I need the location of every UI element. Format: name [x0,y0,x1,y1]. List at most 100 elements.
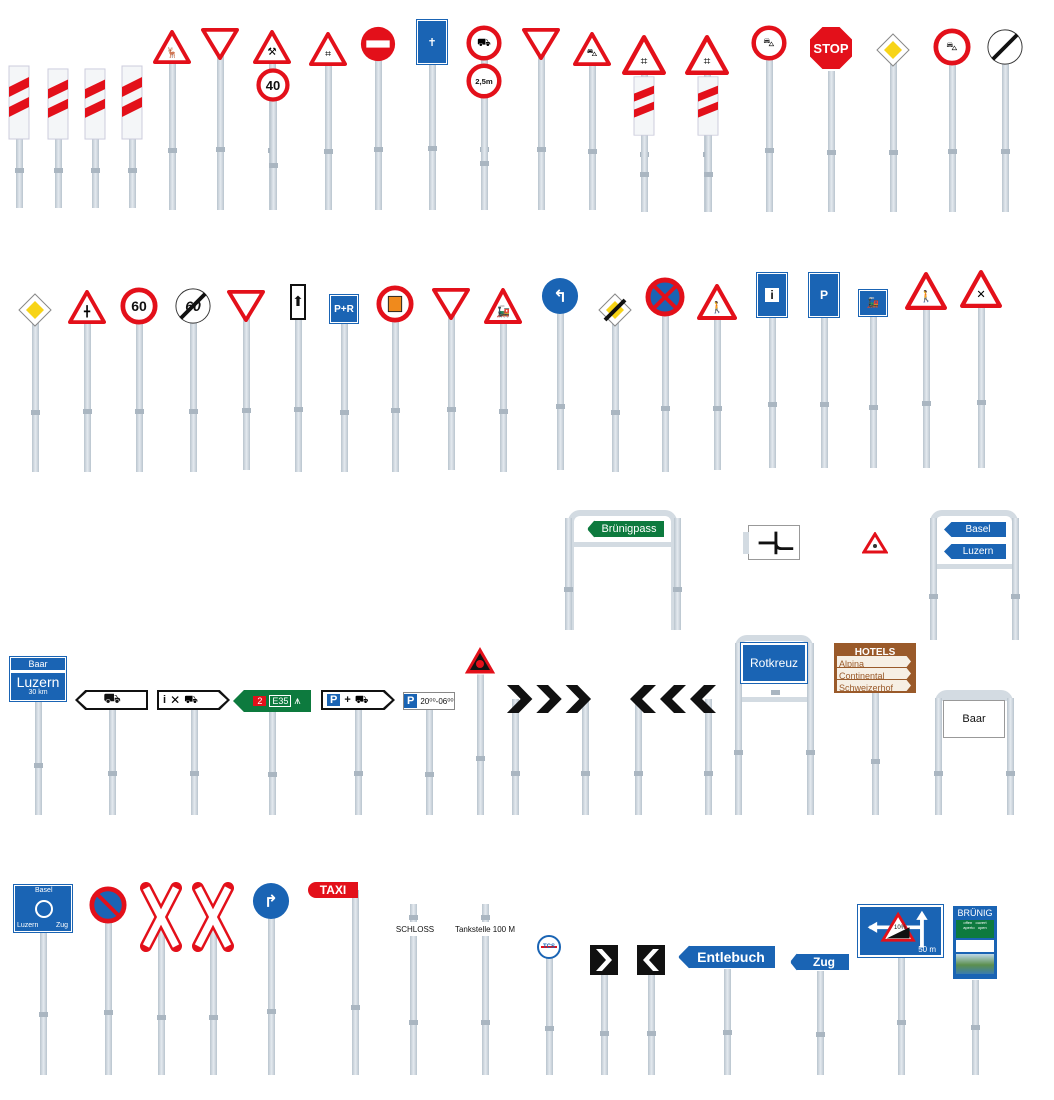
level-crossing-marker [8,65,30,140]
sign-text: TAXI [319,883,347,897]
sign-pole [869,303,878,468]
sign-text: Zug [55,922,68,929]
sign-text: Baar [962,713,986,725]
priority-road-sign [876,33,910,67]
level-crossing-marker [697,76,719,136]
worker-icon: ⚒ [267,46,277,59]
train-sign: 🚂 [484,288,522,324]
sign-text: Basel [965,524,991,535]
yield-sign [432,288,470,320]
no-overtaking-sign: ⛍ [751,25,787,61]
priority-road-sign [18,293,52,327]
truck-route-sign: ⛟ [75,690,148,710]
cars-icon: ⛍ [763,35,775,49]
sign-pole [934,698,943,815]
sign-pole [977,289,986,468]
sign-text: P [327,694,341,706]
cross-icon: ✕ [976,288,986,302]
sign-text: Brünigpass [601,523,657,535]
sign-pole [391,304,400,472]
info-station-sign: i✕⛟ [157,690,230,710]
steep-gradient-detour-sign: 10%50 m [857,904,944,958]
sign-text: TCS [543,944,555,950]
yield-sign [227,290,265,322]
chevron-left-marker [637,945,665,975]
sign-text: Continental [839,671,885,681]
sign-pole [820,295,829,468]
arrow-turn-right-icon: ↱ [263,891,279,911]
sign-pole [54,104,63,208]
sign-text: ouvert [975,920,987,925]
sign-pole [661,297,670,472]
yield-sign [522,28,560,60]
roundabout-icon [35,900,53,918]
end-priority-road-sign [598,293,632,327]
sign-pole [476,660,485,815]
no-entry-sign [360,26,396,62]
sign-pole [267,901,276,1075]
sign-pole [634,699,643,815]
sign-pole [1006,698,1015,815]
taxi-sign: TAXI [308,882,358,898]
end-speed-limit-sign: 60 [174,287,212,325]
sign-pole [734,643,743,815]
sign-pole [723,957,732,1075]
turn-right-sign: ↱ [252,882,290,920]
sign-text: i [765,288,779,302]
sign-pole [354,700,363,815]
sign-pole [409,929,418,1075]
sign-pole [1011,518,1020,640]
sign-pole [971,942,980,1075]
sign-pole [640,106,649,212]
sign-pole [611,310,620,472]
sign-pole [409,904,418,922]
sign-pole [765,43,774,212]
truck-icon: ⛟ [476,35,492,49]
church-icon: ✝ [427,35,437,49]
sign-pole [15,102,24,208]
brunigpass-direction-sign: Brünigpass [565,510,680,630]
park-and-rail-sign: P+⛟ [321,690,395,710]
height-limit-sign: 2,5m [466,63,502,99]
railway-crossing-sign: ⌗ [309,32,347,66]
sign-text: Rotkreuz [749,656,799,670]
train-icon: 🚂 [496,304,510,318]
no-parking-sign [89,886,127,924]
yield-sign [201,28,239,60]
deer-crossing-sign: 🦌 [153,30,191,64]
railway-crossbuck [192,882,234,952]
sign-pole [374,44,383,210]
sign-text: Entlebuch [697,949,765,965]
crossroads-sign: ✕ [960,270,1002,308]
level-crossing-marker [633,76,655,136]
sign-pole [889,50,898,212]
warning-triangle [862,532,888,554]
park-and-ride-sign: P+R [329,294,359,324]
sign-pole [948,47,957,212]
sign-pole [351,890,360,1075]
sign-text: Baar [28,659,48,669]
sign-text: Schweizerhof [839,683,894,693]
sign-pole [31,310,40,472]
motorway-icon: ⩚ [294,694,301,707]
sign-text: 2 [253,696,267,706]
railway-crossing-sign: ⌗ [685,35,729,75]
sign-text: HOTELS [854,647,896,658]
sign-pole [871,668,880,815]
parking-sign: P [808,272,840,318]
sign-pole [511,699,520,815]
sign-pole [481,929,490,1075]
turn-left-sign: ↰ [541,277,579,315]
no-overtaking-sign: ⛍ [933,28,971,66]
fence-icon: ⌗ [640,53,648,68]
sign-pole [209,917,218,1075]
sign-pole [189,700,199,815]
traffic-light-warning-sign [463,645,497,675]
sign-pole [269,85,278,210]
level-crossing-marker [84,68,106,140]
railway-crossbuck [140,882,182,952]
sign-text: 40 [265,77,281,93]
sign-text: offen [963,920,973,925]
